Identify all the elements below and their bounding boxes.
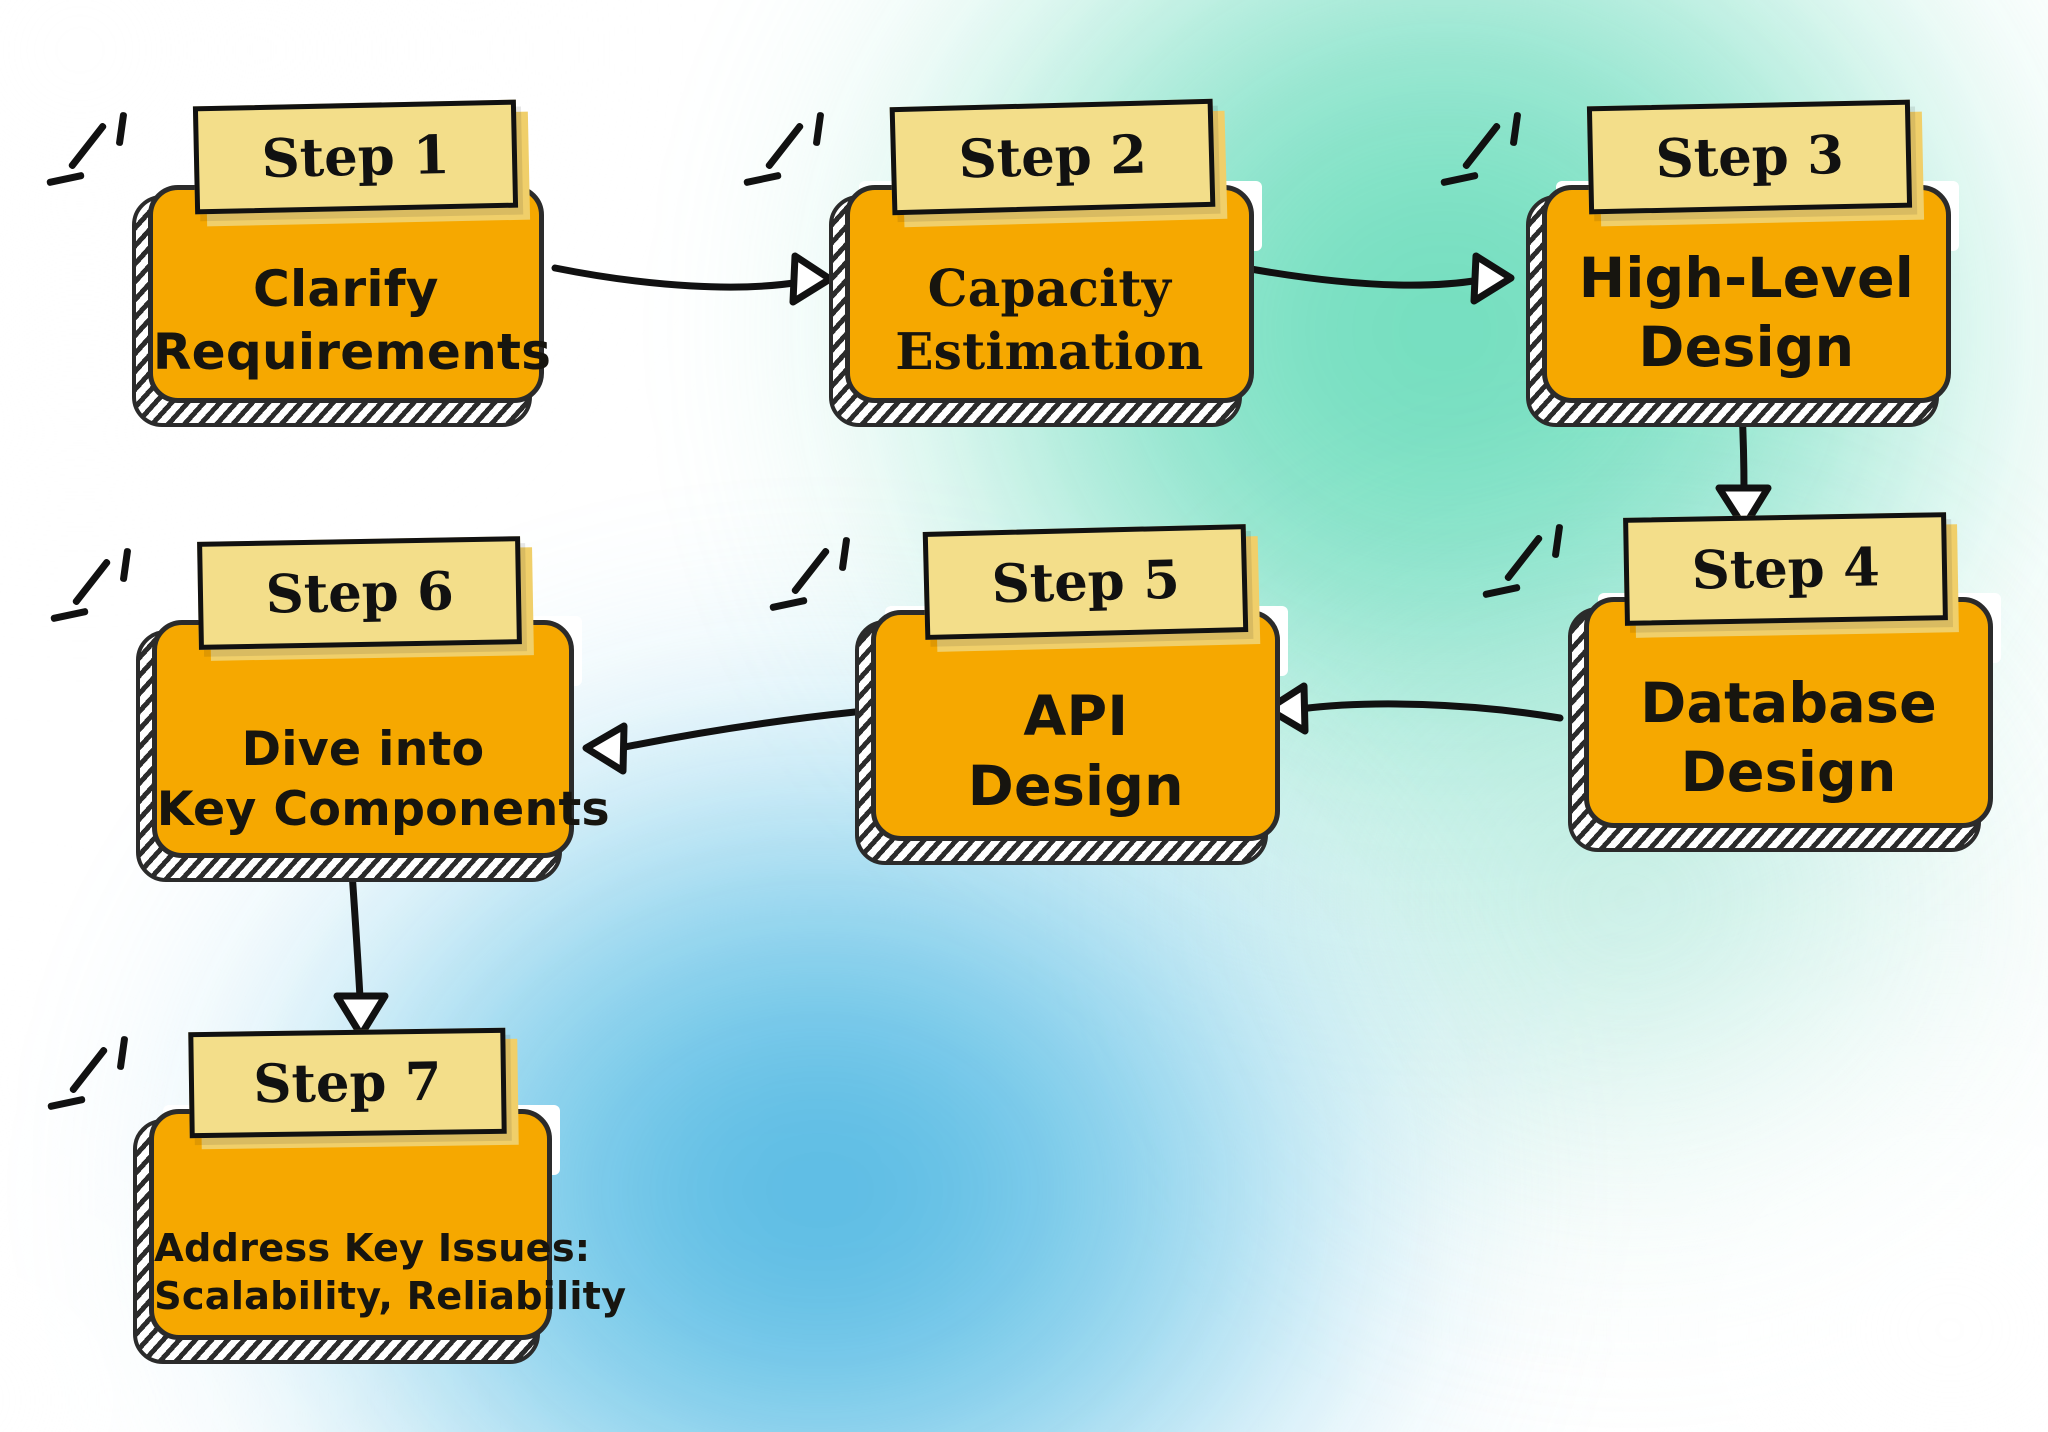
node-body-line: Estimation xyxy=(895,321,1204,381)
node-step-label[interactable]: Step 4 xyxy=(1622,511,1948,626)
arrow-step1-to-step2 xyxy=(551,252,834,306)
node-body-line: Clarify xyxy=(252,259,439,319)
node-body-line: Address Key Issues: xyxy=(154,1226,591,1272)
arrow-step3-to-step4 xyxy=(1715,406,1772,531)
node-step-label[interactable]: Step 2 xyxy=(889,98,1216,216)
node-body-line: Capacity xyxy=(927,259,1172,319)
node-body-line: High-Level xyxy=(1578,247,1914,311)
node-body-line: Scalability, Reliability xyxy=(154,1273,627,1319)
node-body-line: Key Components xyxy=(156,781,610,837)
node-step-label[interactable]: Step 5 xyxy=(922,524,1249,641)
arrow-step6-to-step7 xyxy=(333,868,389,1039)
node-body-line: API xyxy=(1023,685,1129,750)
node-step-label[interactable]: Step 7 xyxy=(188,1027,507,1138)
sparkle-icon xyxy=(47,1035,157,1130)
sparkle-icon xyxy=(1482,523,1592,618)
node-step-label[interactable]: Step 6 xyxy=(197,535,523,650)
sparkle-icon xyxy=(743,111,853,206)
node-body-text: Address Key Issues:Scalability, Reliabil… xyxy=(140,1225,627,1321)
node-body-line: Design xyxy=(1638,316,1855,381)
node-step-label[interactable]: Step 1 xyxy=(192,99,519,215)
node-step-label[interactable]: Step 3 xyxy=(1586,99,1913,215)
node-body-line: Database xyxy=(1640,672,1937,737)
sparkle-icon xyxy=(769,536,879,631)
sparkle-icon xyxy=(1440,111,1550,206)
arrow-step4-to-step5 xyxy=(1264,682,1564,735)
node-body-line: Design xyxy=(1680,741,1897,806)
node-body-line: Design xyxy=(967,754,1184,819)
node-body-line: Requirements xyxy=(152,321,552,381)
node-body-line: Dive into xyxy=(241,722,485,778)
sparkle-icon xyxy=(46,111,156,206)
arrow-step2-to-step3 xyxy=(1241,252,1515,305)
arrow-step5-to-step6 xyxy=(582,708,859,775)
sparkle-icon xyxy=(50,547,160,642)
node-step7[interactable]: Address Key Issues:Scalability, Reliabil… xyxy=(47,1027,626,1364)
